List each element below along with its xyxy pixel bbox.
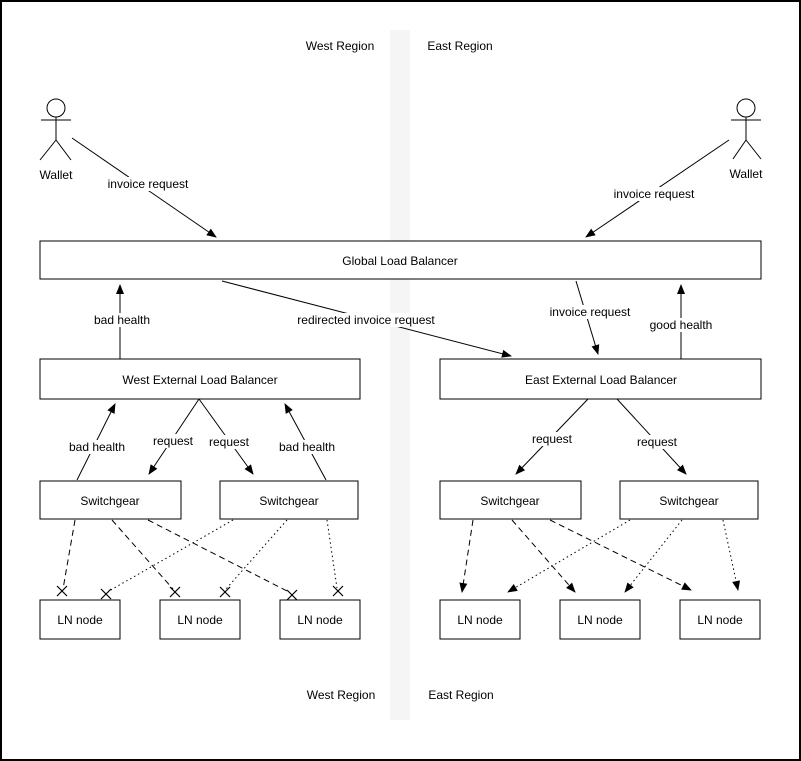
label-request-west-left: request bbox=[150, 434, 196, 448]
region-label-east-top: East Region bbox=[427, 39, 493, 53]
ln-node-east-3-box bbox=[679, 599, 761, 640]
edge-sg2-ln1-failed bbox=[108, 519, 234, 592]
dead-link-x-icon bbox=[219, 586, 231, 598]
wallet-label-west: Wallet bbox=[39, 168, 73, 182]
ln-node-west-2-box bbox=[159, 599, 241, 640]
label-bad-health-sg-west-left: bad health bbox=[66, 440, 128, 454]
ln-node-east-2-box bbox=[559, 599, 641, 640]
edge-sg4-ln6 bbox=[722, 519, 741, 591]
switchgear-west-1-box bbox=[39, 480, 182, 520]
switchgear-east-2-label: Switchgear bbox=[659, 494, 719, 508]
edge-sg4-ln5 bbox=[624, 519, 683, 593]
east-external-load-balancer-label: East External Load Balancer bbox=[524, 373, 678, 387]
label-request-east-right: request bbox=[634, 435, 680, 449]
edge-sg1-ln1-failed bbox=[62, 519, 76, 590]
dead-link-x-icon bbox=[169, 586, 181, 598]
label-invoice-request-west: invoice request bbox=[105, 177, 191, 191]
edge-sg2-ln2-failed bbox=[225, 519, 288, 590]
west-external-load-balancer-box bbox=[39, 358, 361, 400]
label-request-west-right: request bbox=[206, 435, 252, 449]
global-load-balancer-label: Global Load Balancer bbox=[342, 254, 458, 268]
edge-sg2-ln3-failed bbox=[326, 519, 338, 589]
switchgear-west-1-label: Switchgear bbox=[80, 494, 140, 508]
switchgear-east-1-label: Switchgear bbox=[480, 494, 540, 508]
edge-sg3-ln6 bbox=[549, 519, 692, 591]
label-bad-health-west-elb: bad health bbox=[91, 313, 153, 327]
edge-sg1-ln3-failed bbox=[147, 519, 290, 593]
label-redirected-invoice-request: redirected invoice request bbox=[295, 313, 437, 327]
ln-node-west-3-box bbox=[279, 599, 361, 640]
edge-sg1-ln2-failed bbox=[111, 519, 174, 590]
dead-link-x-icon bbox=[286, 589, 298, 601]
label-invoice-request-glb-east: invoice request bbox=[547, 305, 633, 319]
ln-node-east-1-label: LN node bbox=[457, 613, 503, 627]
ln-node-west-1-box bbox=[39, 599, 121, 640]
ln-node-east-3-label: LN node bbox=[697, 613, 743, 627]
switchgear-west-2-label: Switchgear bbox=[259, 494, 319, 508]
ln-node-east-2-label: LN node bbox=[577, 613, 623, 627]
region-label-east-bottom: East Region bbox=[428, 688, 494, 702]
region-label-west-top: West Region bbox=[305, 39, 375, 53]
label-good-health: good health bbox=[647, 318, 715, 332]
label-bad-health-sg-west-right: bad health bbox=[276, 440, 338, 454]
edge-sg4-ln4 bbox=[507, 519, 631, 593]
switchgear-east-1-box bbox=[439, 480, 582, 520]
edge-sg3-ln5 bbox=[511, 519, 576, 593]
switchgear-east-2-box bbox=[619, 480, 759, 520]
ln-node-east-1-box bbox=[439, 599, 521, 640]
global-load-balancer-box bbox=[39, 240, 762, 280]
wallet-actor-east-icon bbox=[731, 98, 762, 160]
west-external-load-balancer-label: West External Load Balancer bbox=[122, 373, 278, 387]
ln-node-west-3-label: LN node bbox=[297, 613, 343, 627]
ln-node-west-1-label: LN node bbox=[57, 613, 103, 627]
dead-link-x-icon bbox=[56, 585, 68, 597]
dead-link-x-icon bbox=[100, 588, 112, 600]
wallet-actor-west-icon bbox=[39, 98, 72, 161]
wallet-label-east: Wallet bbox=[729, 167, 763, 181]
label-invoice-request-east: invoice request bbox=[611, 187, 697, 201]
ln-node-west-2-label: LN node bbox=[177, 613, 223, 627]
switchgear-west-2-box bbox=[219, 480, 359, 520]
edge-sg3-ln4 bbox=[459, 519, 474, 593]
label-request-east-left: request bbox=[529, 432, 575, 446]
dead-link-x-icon bbox=[332, 585, 344, 597]
region-label-west-bottom: West Region bbox=[306, 688, 376, 702]
region-divider bbox=[390, 30, 410, 720]
east-external-load-balancer-box bbox=[439, 358, 762, 400]
